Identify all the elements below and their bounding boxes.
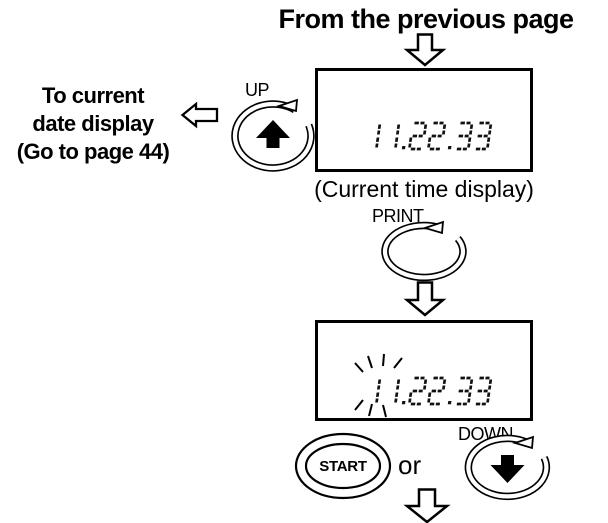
flow-arrow-down-icon: [403, 281, 447, 317]
loop-arrow-tip-icon: [275, 98, 299, 113]
start-button-rings-icon: [294, 432, 392, 500]
start-button-label: START: [319, 457, 367, 475]
flow-arrow-down-icon: [403, 488, 451, 523]
start-button: START: [292, 430, 394, 502]
loop-arrow-tip-icon: [421, 220, 445, 235]
down-arrow-icon: [490, 455, 525, 483]
lcd-display-time-setting: [315, 320, 533, 421]
segment-display: [375, 376, 493, 406]
loop-arrow-tip-icon: [511, 435, 535, 450]
print-button-label: PRINT: [372, 206, 424, 226]
page-title: From the previous page: [278, 4, 574, 34]
print-button: PRINT: [366, 206, 478, 286]
flow-arrow-left-icon: [180, 101, 219, 129]
left-note-line: date display: [32, 111, 154, 136]
segment-display: [375, 121, 493, 151]
up-arrow-icon: [256, 120, 290, 148]
display-caption: (Current time display): [314, 176, 534, 202]
loop-arrow-icon: [464, 434, 551, 501]
left-note: To current date display (Go to page 44): [0, 82, 186, 166]
or-label: or: [398, 450, 422, 480]
up-button: UP: [228, 80, 320, 172]
flow-arrow-down-icon: [403, 33, 447, 67]
left-note-line: (Go to page 44): [16, 139, 170, 164]
loop-arrow-icon: [381, 220, 467, 282]
left-note-line: To current: [41, 83, 145, 108]
down-button: DOWN: [456, 424, 552, 504]
lcd-display-current-time: [315, 68, 533, 172]
up-button-label: UP: [245, 80, 270, 100]
loop-arrow-icon: [231, 98, 315, 172]
blink-indicator-icon: [354, 353, 403, 418]
